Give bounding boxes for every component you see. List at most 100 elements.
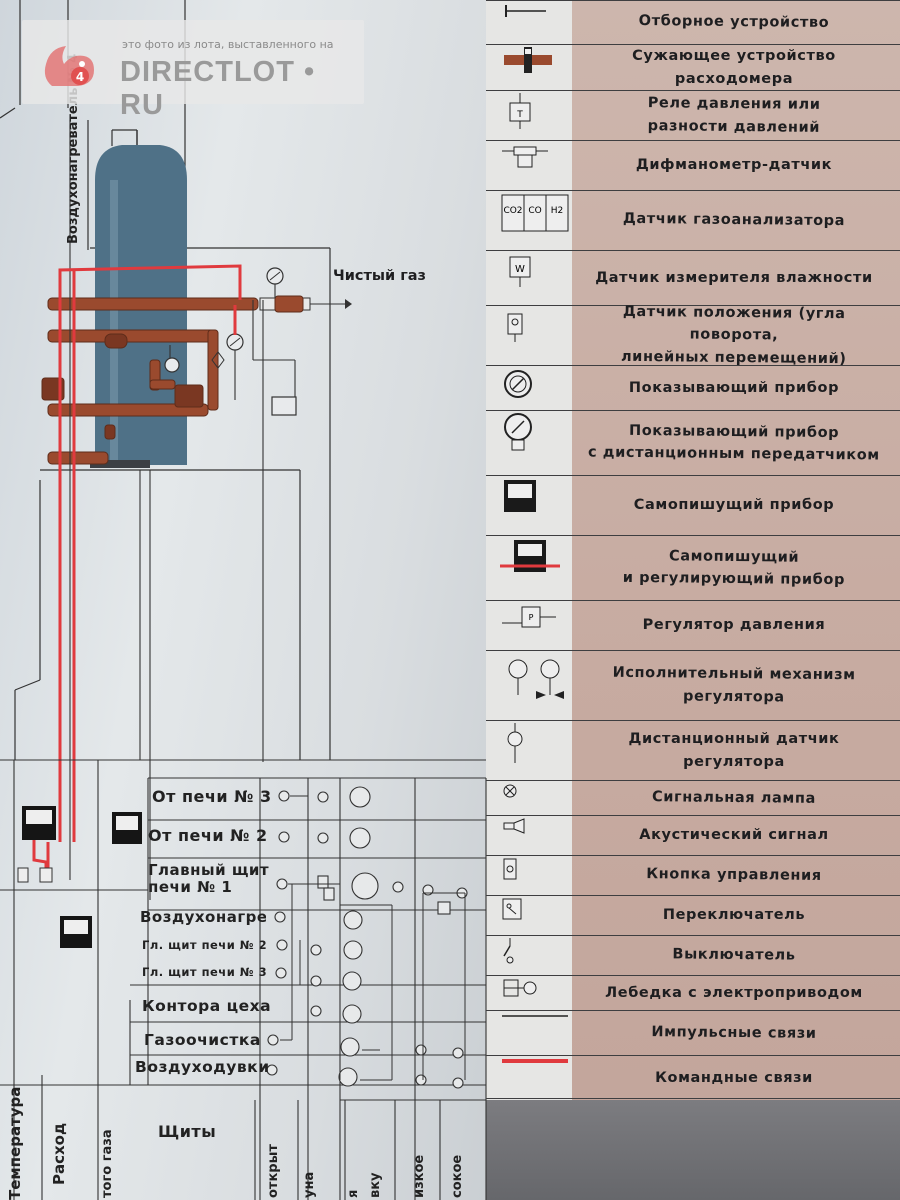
col-flow: Расход: [50, 1122, 68, 1185]
col-low: изкое: [412, 1154, 427, 1198]
legend-label: Акустический сигнал: [639, 827, 829, 844]
switch-icon: [500, 896, 560, 935]
shields-table: [0, 759, 487, 1200]
recorder-icon: [500, 476, 560, 535]
shields-header: Щиты: [158, 1122, 217, 1141]
svg-text:4: 4: [76, 70, 84, 84]
legend-label: Дифманометр-датчик: [635, 157, 833, 174]
legend-row: Датчик положения (угла поворота, линейны…: [486, 303, 900, 367]
table-surface: [486, 1100, 900, 1200]
panel-row-air-heater: Воздухонагрев: [140, 908, 266, 926]
scheme-sheet: [0, 0, 500, 1200]
col-vku: вку: [368, 1172, 383, 1198]
col-high: сокое: [450, 1154, 465, 1198]
legend-row: Командные связи: [486, 1055, 900, 1100]
winch-icon: [500, 976, 560, 1010]
legend-label: Командные связи: [655, 1069, 813, 1086]
sampling-device-icon: [500, 1, 560, 44]
remote-sensor-icon: [500, 721, 560, 780]
clean-gas-label: Чистый газ: [333, 268, 426, 284]
col-gas: того газа: [100, 1129, 115, 1198]
legend-row: Акустический сигнал: [486, 815, 900, 855]
legend-row: Исполнительный механизм регулятора: [486, 650, 900, 720]
legend-label: Датчик положения (угла поворота, линейны…: [620, 303, 847, 367]
legend-row: W Датчик измерителя влажности: [486, 250, 900, 305]
legend-label: Кнопка управления: [646, 866, 822, 885]
actuator-icon: [500, 651, 564, 720]
panel-row-blowers: Воздуходувки: [135, 1058, 270, 1076]
legend-row: Сигнальная лампа: [486, 780, 900, 815]
legend-text-column: [572, 0, 900, 1100]
legend-row: Дистанционный датчик регулятора: [486, 720, 900, 780]
legend-label: Реле давления или разности давлений: [647, 95, 821, 136]
legend-row: Отборное устройство: [486, 0, 900, 44]
watermark-caption: это фото из лота, выставленного на: [122, 38, 334, 51]
position-sensor-icon: [500, 306, 560, 365]
legend-bottom-border: [486, 1098, 900, 1099]
legend-row: Импульсные связи: [486, 1010, 900, 1055]
indicating-remote-icon: [500, 411, 560, 475]
recorder-controller-icon: [500, 536, 560, 600]
legend-row: T Реле давления или разности давлений: [486, 90, 900, 140]
command-line-icon: [500, 1056, 568, 1100]
impulse-line-icon: [500, 1011, 568, 1055]
legend-label: Переключатель: [662, 907, 806, 924]
panel-row-gas-cleaning: Газоочистка: [144, 1031, 261, 1049]
legend-label: Датчик измерителя влажности: [595, 269, 873, 286]
signal-lamp-icon: [500, 781, 560, 815]
legend-label: Отборное устройство: [638, 13, 830, 32]
panel-row-furnace-2: От печи № 2: [148, 826, 268, 845]
legend-row: Самопишущий и регулирующий прибор: [486, 535, 900, 600]
legend-row: P Регулятор давления: [486, 600, 900, 650]
watermark: 4 это фото из лота, выставленного на DIR…: [22, 20, 364, 121]
panel-row-main-shield-1: Главный щит печи № 1: [148, 861, 270, 897]
legend-row: Показывающий прибор с дистанционным пере…: [486, 410, 900, 475]
legend-row: Показывающий прибор: [486, 365, 900, 410]
orifice-flowmeter-icon: [500, 45, 560, 90]
col-una: уна: [302, 1171, 317, 1198]
legend-row: Сужающее устройство расходомера: [486, 44, 900, 90]
legend-row: Выключатель: [486, 935, 900, 975]
watermark-brand: DIRECTLOT • RU: [120, 56, 316, 121]
legend-label: Показывающий прибор: [628, 379, 840, 396]
pressure-regulator-icon: P: [500, 601, 560, 650]
panel-row-office: Контора цеха: [142, 997, 272, 1015]
legend-label: Импульсные связи: [651, 1023, 817, 1042]
col-ya: я: [346, 1189, 361, 1198]
col-temperature: Температура: [6, 1086, 24, 1200]
legend-label: Датчик газоанализатора: [622, 211, 846, 230]
panel-row-shield-3: Гл. щит печи № 3: [142, 965, 268, 979]
breaker-icon: [500, 936, 560, 975]
legend-label: Исполнительный механизм регулятора: [612, 664, 856, 706]
legend-label: Показывающий прибор с дистанционным пере…: [587, 422, 880, 464]
legend-row: Дифманометр-датчик: [486, 140, 900, 190]
indicating-instrument-icon: [500, 366, 560, 410]
legend-row: Переключатель: [486, 895, 900, 935]
pressure-relay-icon: T: [500, 91, 560, 140]
legend-label: Дистанционный датчик регулятора: [628, 731, 840, 770]
legend-label: Сигнальная лампа: [652, 788, 816, 807]
table-recorders: [17, 806, 142, 948]
table-symbols: [266, 786, 468, 1089]
svg-text:W: W: [515, 264, 525, 275]
legend-label: Самопишущий прибор: [633, 497, 835, 514]
legend-row: Самопишущий прибор: [486, 475, 900, 535]
control-button-icon: [500, 856, 560, 895]
legend-label: Выключатель: [672, 946, 796, 964]
legend-row: Лебедка с электроприводом: [486, 975, 900, 1010]
legend-label: Сужающее устройство расходомера: [632, 48, 836, 87]
diff-manometer-icon: [500, 141, 560, 190]
svg-text:CO: CO: [528, 206, 541, 216]
col-open: открыт: [266, 1144, 281, 1198]
svg-text:P: P: [529, 613, 534, 622]
svg-text:T: T: [516, 110, 523, 120]
svg-text:CO2: CO2: [503, 206, 522, 216]
legend-label: Регулятор давления: [642, 617, 826, 634]
panel-row-furnace-3: От печи № 3: [152, 787, 272, 806]
squirrel-logo-icon: 4: [44, 46, 94, 86]
humidity-sensor-icon: W: [500, 251, 560, 305]
legend-label: Самопишущий и регулирующий прибор: [622, 547, 846, 589]
